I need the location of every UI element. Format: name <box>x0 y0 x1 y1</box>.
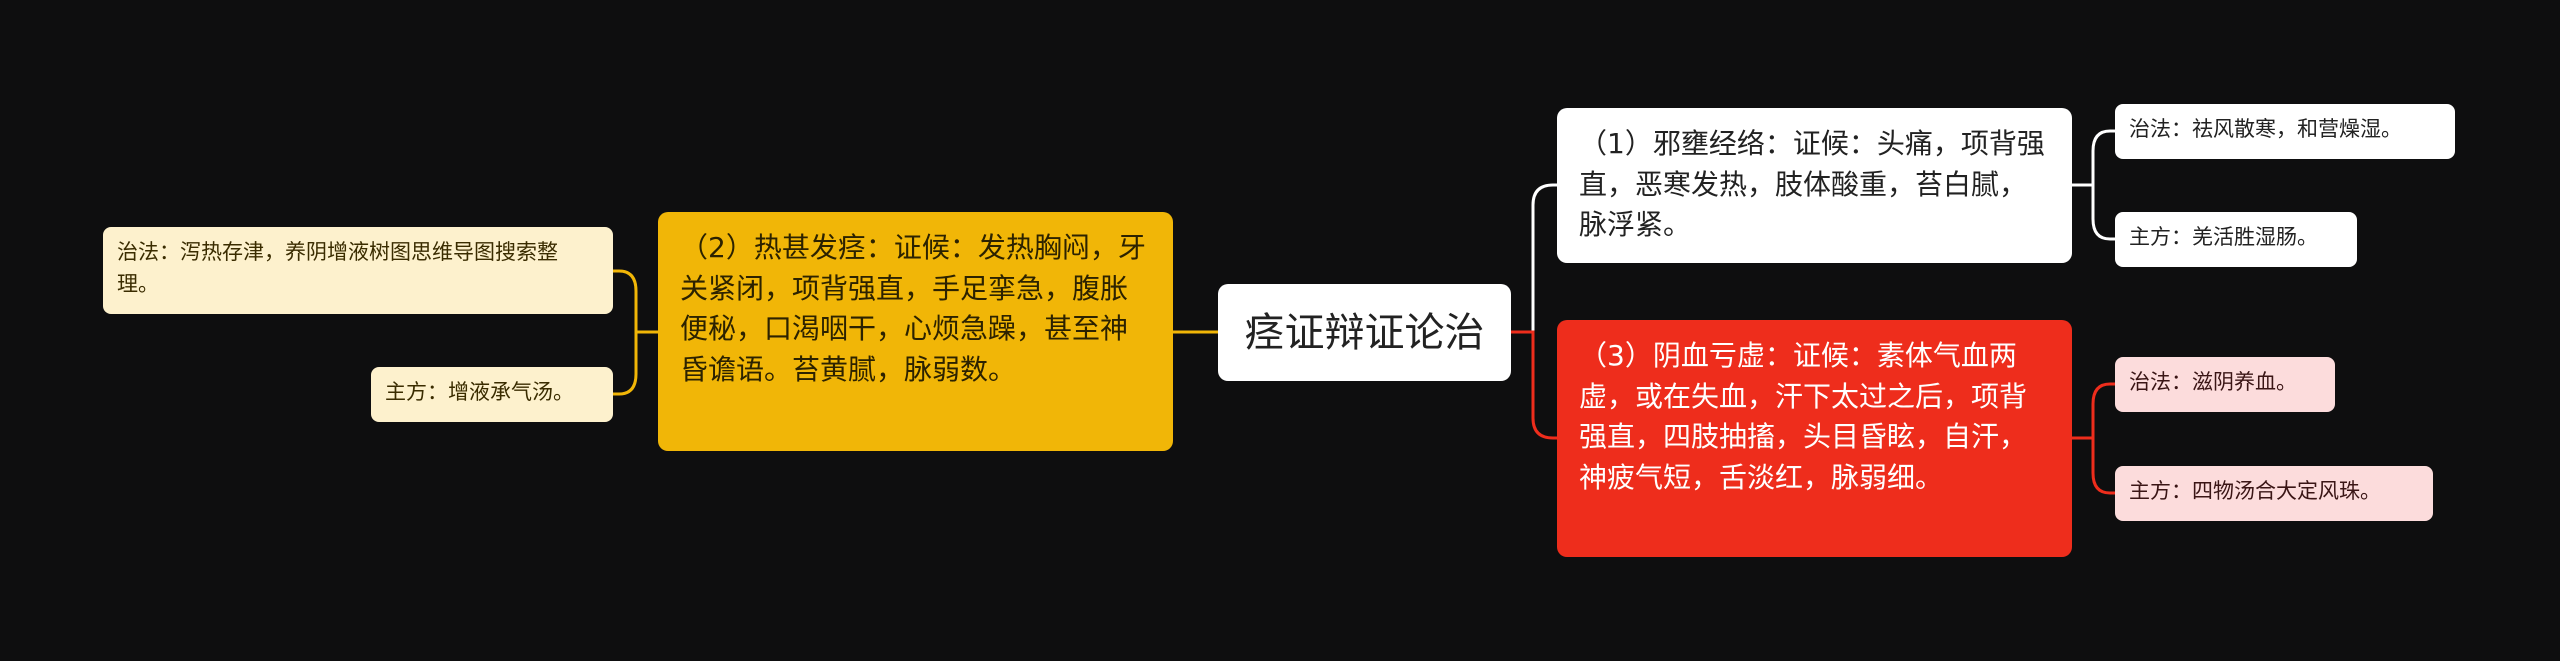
leaf-node-2-1-label: 治法：泻热存津，养阴增液树图思维导图搜索整理。 <box>117 240 558 296</box>
root-node[interactable]: 痉证辩证论治 <box>1218 284 1511 381</box>
root-node-label: 痉证辩证论治 <box>1244 309 1485 356</box>
branch-node-2-label: （2）热甚发痉：证候：发热胸闷，牙关紧闭，项背强直，手足挛急，腹胀便秘，口渴咽干… <box>680 231 1146 386</box>
connector-branch1-leaf1 <box>2072 129 2115 187</box>
leaf-node-2-2[interactable]: 主方：增液承气汤。 <box>371 367 613 422</box>
branch-node-1[interactable]: （1）邪壅经络：证候：头痛，项背强直，恶寒发热，肢体酸重，苔白腻，脉浮紧。 <box>1557 108 2072 263</box>
connector-root-branch1 <box>1511 183 1557 334</box>
connector-root-branch3 <box>1511 330 1557 440</box>
leaf-node-2-2-label: 主方：增液承气汤。 <box>385 380 574 404</box>
connector-branch1-leaf2 <box>2072 183 2115 241</box>
connector-branch2-leaf2 <box>613 330 658 396</box>
leaf-node-3-1[interactable]: 治法：滋阴养血。 <box>2115 357 2335 412</box>
branch-node-3-label: （3）阴血亏虚：证候：素体气血两虚，或在失血，汗下太过之后，项背强直，四肢抽搐，… <box>1579 339 2028 494</box>
leaf-node-1-2[interactable]: 主方：羌活胜湿肠。 <box>2115 212 2357 267</box>
leaf-node-3-2-label: 主方：四物汤合大定风珠。 <box>2129 479 2381 503</box>
leaf-node-1-2-label: 主方：羌活胜湿肠。 <box>2129 225 2318 249</box>
leaf-node-3-2[interactable]: 主方：四物汤合大定风珠。 <box>2115 466 2433 521</box>
leaf-node-3-1-label: 治法：滋阴养血。 <box>2129 370 2297 394</box>
connector-branch3-leaf1 <box>2072 382 2115 440</box>
leaf-node-1-1-label: 治法：祛风散寒，和营燥湿。 <box>2129 117 2402 141</box>
connector-branch2-leaf1 <box>613 269 658 334</box>
branch-node-1-label: （1）邪壅经络：证候：头痛，项背强直，恶寒发热，肢体酸重，苔白腻，脉浮紧。 <box>1579 127 2045 242</box>
branch-node-2[interactable]: （2）热甚发痉：证候：发热胸闷，牙关紧闭，项背强直，手足挛急，腹胀便秘，口渴咽干… <box>658 212 1173 451</box>
branch-node-3[interactable]: （3）阴血亏虚：证候：素体气血两虚，或在失血，汗下太过之后，项背强直，四肢抽搐，… <box>1557 320 2072 557</box>
leaf-node-1-1[interactable]: 治法：祛风散寒，和营燥湿。 <box>2115 104 2455 159</box>
connector-branch3-leaf2 <box>2072 436 2115 495</box>
leaf-node-2-1[interactable]: 治法：泻热存津，养阴增液树图思维导图搜索整理。 <box>103 227 613 314</box>
